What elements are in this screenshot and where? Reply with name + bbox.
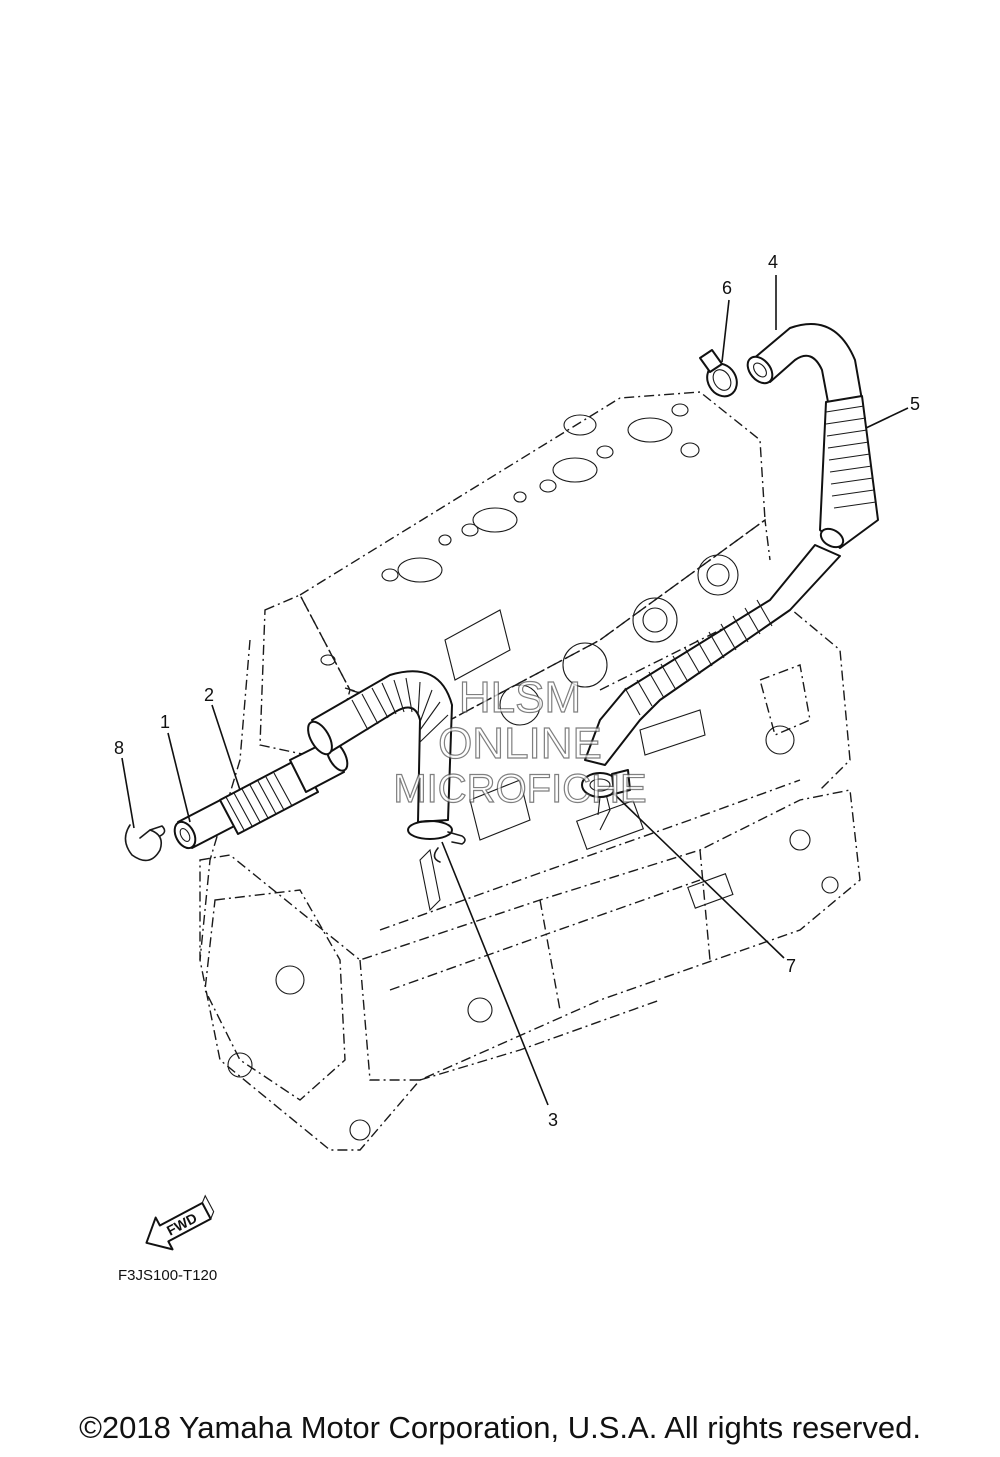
hose-bent-middle — [307, 670, 453, 823]
callout-3: 3 — [548, 1110, 558, 1130]
hose-long-lower — [584, 544, 841, 766]
watermark-line-2: ONLINE — [438, 719, 602, 768]
clamp-6[interactable] — [699, 349, 743, 402]
callout-1: 1 — [160, 712, 170, 732]
engine-details — [227, 403, 839, 1141]
callout-7: 7 — [786, 956, 796, 976]
copyright-notice: ©2018 Yamaha Motor Corporation, U.S.A. A… — [79, 1410, 921, 1445]
callout-numbers: 1 2 3 4 5 6 7 8 — [114, 252, 920, 1130]
callout-lines — [121, 275, 909, 1106]
callout-4: 4 — [768, 252, 778, 272]
clip-8[interactable] — [124, 824, 166, 862]
watermark: HLSM ONLINE MICROFICHE — [393, 672, 648, 811]
callout-2: 2 — [204, 685, 214, 705]
callout-5: 5 — [910, 394, 920, 414]
watermark-line-3: MICROFICHE — [393, 767, 646, 811]
callout-6: 6 — [722, 278, 732, 298]
clip-3[interactable] — [407, 820, 466, 863]
watermark-line-1: HLSM — [459, 673, 581, 722]
hose-5[interactable] — [818, 395, 879, 551]
hose-4[interactable] — [743, 323, 863, 403]
fwd-arrow: FWD — [145, 1194, 215, 1251]
callout-8: 8 — [114, 738, 124, 758]
hose-2[interactable] — [219, 738, 352, 835]
clamp-7[interactable] — [581, 769, 631, 816]
diagram-code: F3JS100-T120 — [118, 1267, 217, 1284]
